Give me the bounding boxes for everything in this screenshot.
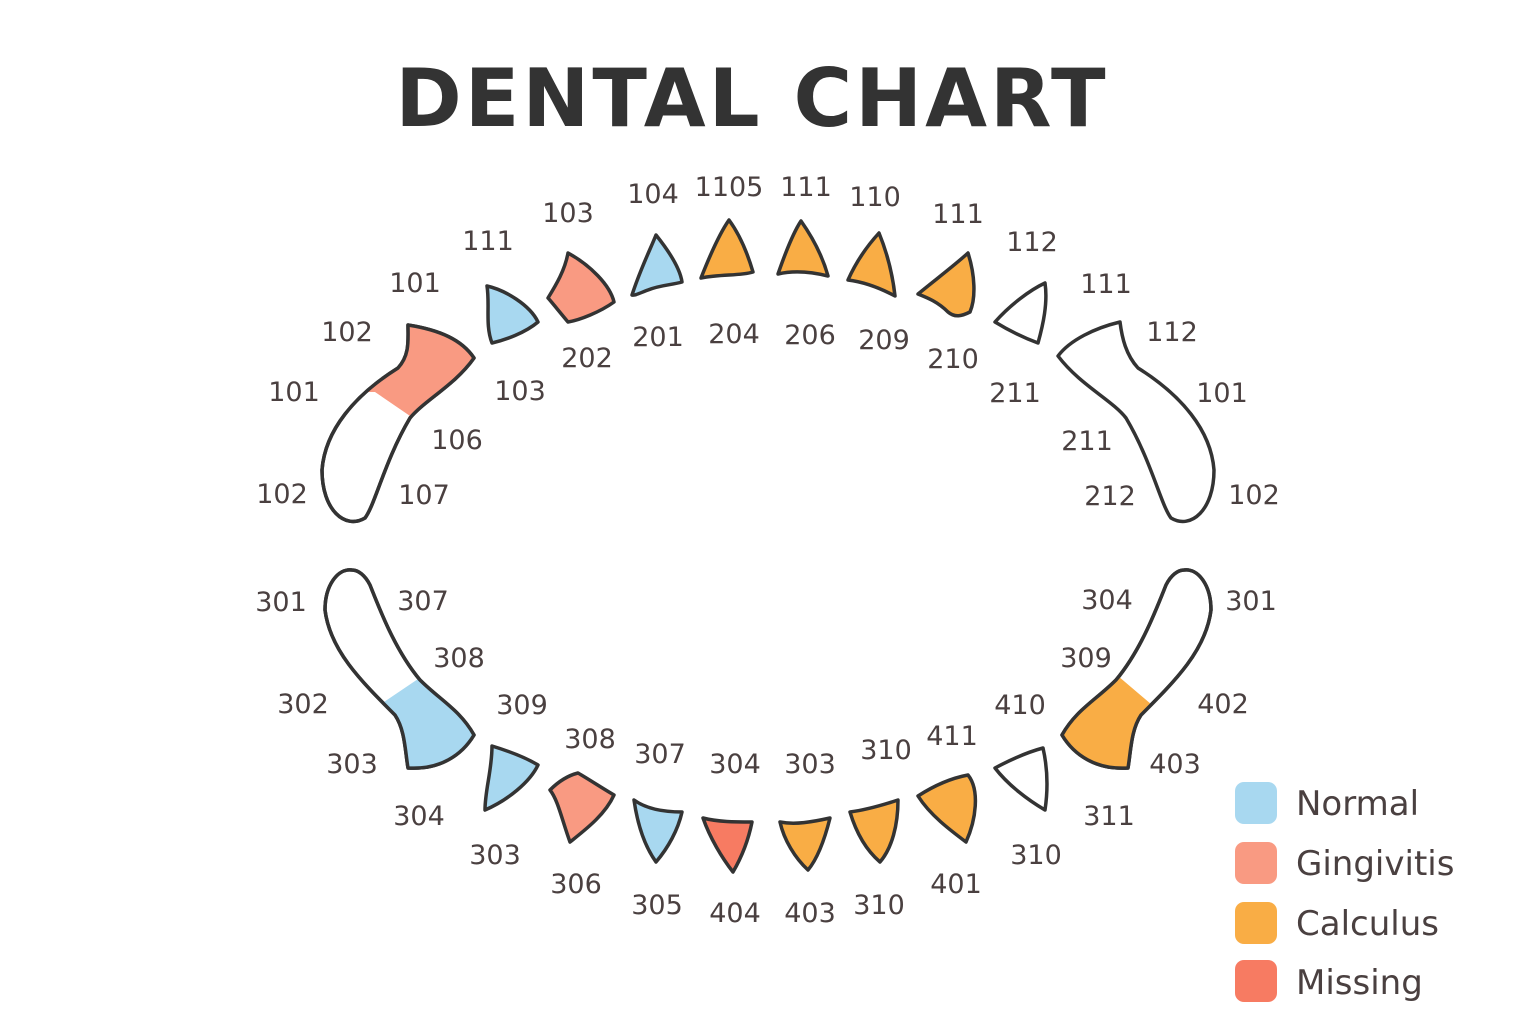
tooth-number: 102 — [321, 317, 373, 348]
tooth-number: 110 — [849, 182, 901, 213]
tooth-number: 101 — [389, 268, 441, 299]
tooth-number: 310 — [860, 735, 912, 766]
tooth-number: 303 — [469, 840, 521, 871]
tooth-number: 112 — [1146, 317, 1198, 348]
tooth-number: 307 — [634, 739, 686, 770]
tooth-number: 306 — [550, 869, 602, 900]
tooth-number: 204 — [708, 319, 760, 350]
tooth-lower-incisor-4[interactable] — [848, 798, 900, 864]
tooth-lower-right-canine[interactable] — [916, 773, 978, 844]
tooth-lower-incisor-3[interactable] — [778, 816, 832, 872]
tooth-number: 101 — [268, 377, 320, 408]
legend-label-gingivitis: Gingivitis — [1296, 844, 1454, 884]
tooth-number: 308 — [564, 724, 616, 755]
tooth-number: 308 — [433, 643, 485, 674]
tooth-number: 303 — [326, 749, 378, 780]
tooth-number: 1105 — [695, 172, 764, 203]
tooth-upper-incisor-4[interactable] — [846, 231, 897, 298]
tooth-number: 210 — [927, 344, 979, 375]
tooth-number: 206 — [784, 320, 836, 351]
tooth-number: 411 — [926, 721, 978, 752]
tooth-number: 303 — [784, 749, 836, 780]
tooth-number: 401 — [930, 869, 982, 900]
legend-label-calculus: Calculus — [1296, 904, 1439, 944]
tooth-upper-left-premolar[interactable] — [485, 284, 540, 345]
tooth-number: 102 — [256, 479, 308, 510]
page-title: DENTAL CHART — [395, 52, 1108, 145]
tooth-lower-left-canine[interactable] — [548, 771, 616, 844]
tooth-number: 310 — [1010, 840, 1062, 871]
tooth-number: 302 — [277, 689, 329, 720]
legend: Normal Gingivitis Calculus Missing — [1235, 782, 1454, 1003]
tooth-lower-incisor-1[interactable] — [632, 798, 684, 864]
tooth-number: 305 — [631, 890, 683, 921]
legend-label-normal: Normal — [1296, 784, 1419, 824]
tooth-upper-right-canine[interactable] — [916, 251, 976, 318]
tooth-number: 309 — [1060, 643, 1112, 674]
tooth-number: 311 — [1083, 801, 1135, 832]
tooth-number: 403 — [784, 898, 836, 929]
tooth-number: 404 — [709, 898, 761, 929]
tooth-number: 112 — [1006, 227, 1058, 258]
tooth-numbers: 101 102 101 102 111 103 104 1105 111 110… — [255, 172, 1280, 929]
tooth-number: 304 — [393, 801, 445, 832]
legend-label-missing: Missing — [1296, 963, 1423, 1003]
tooth-lower-left-molar-outline — [323, 568, 476, 770]
legend-swatch-calculus — [1235, 902, 1277, 944]
tooth-number: 111 — [1080, 269, 1132, 300]
tooth-number: 104 — [627, 179, 679, 210]
tooth-number: 301 — [1225, 586, 1277, 617]
tooth-number: 202 — [561, 343, 613, 374]
tooth-upper-incisor-2[interactable] — [699, 218, 755, 280]
tooth-number: 111 — [932, 199, 984, 230]
tooth-number: 304 — [1081, 585, 1133, 616]
tooth-number: 103 — [542, 198, 594, 229]
tooth-number: 402 — [1197, 689, 1249, 720]
tooth-upper-incisor-3[interactable] — [776, 219, 830, 278]
tooth-number: 304 — [709, 749, 761, 780]
tooth-number: 309 — [496, 690, 548, 721]
tooth-number: 101 — [1196, 378, 1248, 409]
tooth-number: 301 — [255, 587, 307, 618]
legend-swatch-missing — [1235, 960, 1277, 1002]
tooth-number: 307 — [397, 586, 449, 617]
tooth-lower-left-premolar[interactable] — [483, 744, 540, 812]
tooth-number: 211 — [1061, 426, 1113, 457]
tooth-number: 201 — [632, 322, 684, 353]
tooth-upper-right-premolar[interactable] — [993, 281, 1048, 345]
tooth-number: 410 — [994, 690, 1046, 721]
tooth-number: 111 — [780, 172, 832, 203]
tooth-number: 403 — [1149, 749, 1201, 780]
tooth-upper-incisor-1[interactable] — [630, 233, 684, 297]
tooth-lower-right-premolar[interactable] — [993, 746, 1049, 812]
tooth-number: 102 — [1228, 480, 1280, 511]
tooth-number: 103 — [494, 376, 546, 407]
tooth-upper-left-molar-outline — [320, 323, 476, 524]
tooth-lower-incisor-2[interactable] — [701, 816, 754, 874]
tooth-upper-right-molar[interactable] — [1056, 320, 1216, 524]
tooth-lower-right-molar-outline — [1060, 568, 1213, 770]
tooth-number: 111 — [462, 226, 514, 257]
tooth-number: 209 — [858, 325, 910, 356]
upper-arch — [320, 218, 1216, 524]
legend-swatch-gingivitis — [1235, 842, 1277, 884]
tooth-number: 310 — [853, 890, 905, 921]
tooth-number: 211 — [989, 378, 1041, 409]
legend-swatch-normal — [1235, 782, 1277, 824]
tooth-number: 107 — [398, 480, 450, 511]
tooth-upper-left-canine[interactable] — [546, 251, 616, 324]
tooth-number: 212 — [1084, 481, 1136, 512]
tooth-number: 106 — [431, 425, 483, 456]
